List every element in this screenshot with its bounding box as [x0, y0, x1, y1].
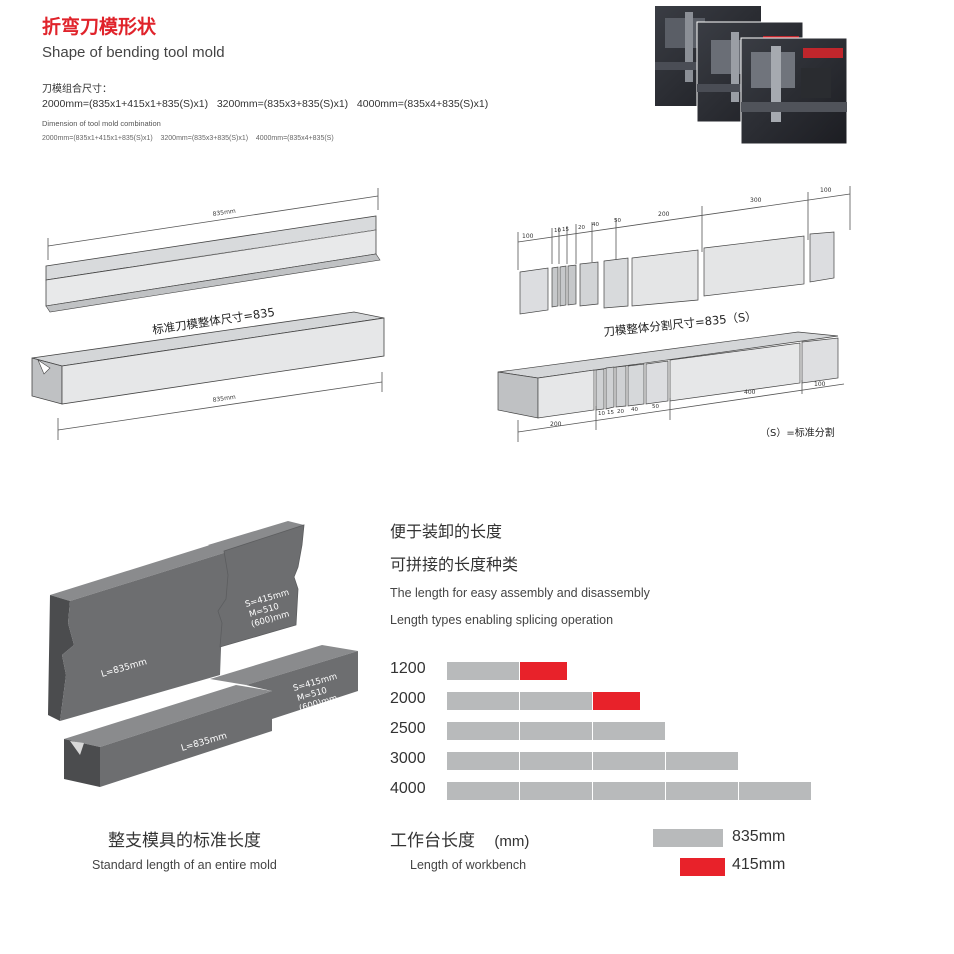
combo-small-4000: 4000mm=(835x4+835(S) — [255, 135, 334, 142]
combo-label-en: Dimension of tool mold combination — [42, 119, 161, 128]
combo-small-3200: 3200mm=(835x3+835(S)x1) — [160, 135, 249, 142]
right-caption: 刀模整体分割尺寸=835（S） — [603, 309, 758, 339]
top-dim-1: 100 — [522, 233, 534, 240]
lengths-heading-en-2: Length types enabling splicing operation — [390, 613, 614, 627]
photo-frame-3 — [740, 37, 847, 144]
top-dim-label: 835mm — [212, 208, 236, 218]
legend-title-en: Length of workbench — [410, 858, 527, 872]
segment-415 — [593, 692, 640, 710]
top-dim-9: 100 — [820, 187, 832, 194]
length-row-label: 1200 — [390, 660, 426, 677]
top-dim-2: 10 — [554, 228, 561, 234]
bottom-dim-7: 400 — [744, 389, 756, 396]
segment-835 — [520, 752, 592, 770]
combo-label-cn: 刀模组合尺寸： — [42, 84, 112, 95]
bottom-dim-label: 835mm — [212, 394, 236, 404]
segment-835 — [447, 692, 519, 710]
segment-415 — [520, 662, 567, 680]
lower-die-bar — [31, 311, 385, 405]
page-title-cn: 折弯刀模形状 — [42, 16, 157, 38]
upper-punch-bar — [45, 215, 381, 313]
mold-illustration: L=835mm S=415mm M=510 (600)mm L=835mm S=… — [48, 521, 358, 787]
top-dim-line — [47, 195, 379, 247]
combo-dimensions: 2000mm=(835x1+415x1+835(S)x1) 3200mm=(83… — [42, 98, 488, 110]
page-title-en: Shape of bending tool mold — [42, 44, 225, 61]
lengths-heading-cn-1: 便于装卸的长度 — [390, 522, 503, 541]
legend-gray-label: 835mm — [732, 828, 786, 845]
legend-gray-swatch — [653, 829, 723, 847]
segmented-mold-drawing: 100 10 15 20 40 50 200 300 100 刀模整体分割尺寸=… — [497, 186, 851, 442]
legend-red-label: 415mm — [732, 856, 786, 873]
top-dim-3: 15 — [562, 227, 569, 233]
lengths-heading-cn-2: 可拼接的长度种类 — [390, 555, 519, 574]
combo-2000: 2000mm=(835x1+415x1+835(S)x1) — [42, 98, 209, 110]
mold-caption-en: Standard length of an entire mold — [92, 858, 277, 872]
standard-mold-drawing: 835mm 标准刀模整体尺寸=835 835mm — [31, 188, 385, 440]
segment-835 — [447, 782, 519, 800]
segmented-punch — [519, 231, 835, 315]
length-row-label: 2500 — [390, 720, 426, 737]
combo-small-2000: 2000mm=(835x1+415x1+835(S)x1) — [42, 135, 153, 142]
segment-835 — [520, 722, 592, 740]
top-dim-8: 300 — [750, 197, 762, 204]
bottom-dim-4: 20 — [617, 409, 624, 415]
long-punch-835 — [48, 545, 230, 721]
length-row-label: 4000 — [390, 780, 426, 797]
long-die-835 — [64, 685, 272, 787]
segment-835 — [666, 782, 738, 800]
segment-835 — [520, 692, 592, 710]
segment-835 — [520, 782, 592, 800]
bottom-dim-8: 100 — [814, 381, 826, 388]
mold-caption-cn: 整支模具的标准长度 — [108, 831, 261, 851]
segment-835 — [739, 782, 811, 800]
top-dim-6: 50 — [614, 218, 621, 224]
short-die-415 — [210, 645, 358, 719]
segment-835 — [593, 782, 665, 800]
segment-835 — [447, 662, 519, 680]
standard-split-note: （S）=标准分割 — [760, 426, 835, 439]
bottom-dim-6: 50 — [652, 404, 659, 410]
bottom-dim-3: 15 — [607, 410, 614, 416]
short-punch-415 — [208, 521, 305, 648]
combo-4000: 4000mm=(835x4+835(S)x1) — [356, 98, 489, 110]
top-dim-4: 20 — [578, 225, 585, 231]
length-row-label: 3000 — [390, 750, 426, 767]
segmented-die — [497, 331, 839, 419]
segment-835 — [447, 752, 519, 770]
segment-835 — [593, 722, 665, 740]
combo-dimensions-small: 2000mm=(835x1+415x1+835(S)x1) 3200mm=(83… — [42, 135, 334, 142]
segment-835 — [666, 752, 738, 770]
legend-unit: (mm) — [494, 833, 530, 850]
legend-title-cn: 工作台长度 (mm) — [390, 826, 529, 851]
top-dim-7: 200 — [658, 211, 670, 218]
segment-835 — [447, 722, 519, 740]
length-row-label: 2000 — [390, 690, 426, 707]
bottom-dim-2: 10 — [598, 411, 605, 417]
legend-title-cn-text: 工作台长度 — [390, 831, 475, 851]
bottom-dim-1: 200 — [550, 421, 562, 428]
press-brake-photo — [655, 6, 847, 144]
legend-red-swatch — [680, 858, 725, 876]
bottom-dim-5: 40 — [631, 407, 638, 413]
top-dim-5: 40 — [592, 222, 599, 228]
lengths-chart: 1200 2000 2500 3000 4000 — [390, 660, 830, 812]
segment-835 — [593, 752, 665, 770]
combo-3200: 3200mm=(835x3+835(S)x1) — [216, 98, 349, 110]
lengths-heading-en-1: The length for easy assembly and disasse… — [390, 586, 650, 600]
